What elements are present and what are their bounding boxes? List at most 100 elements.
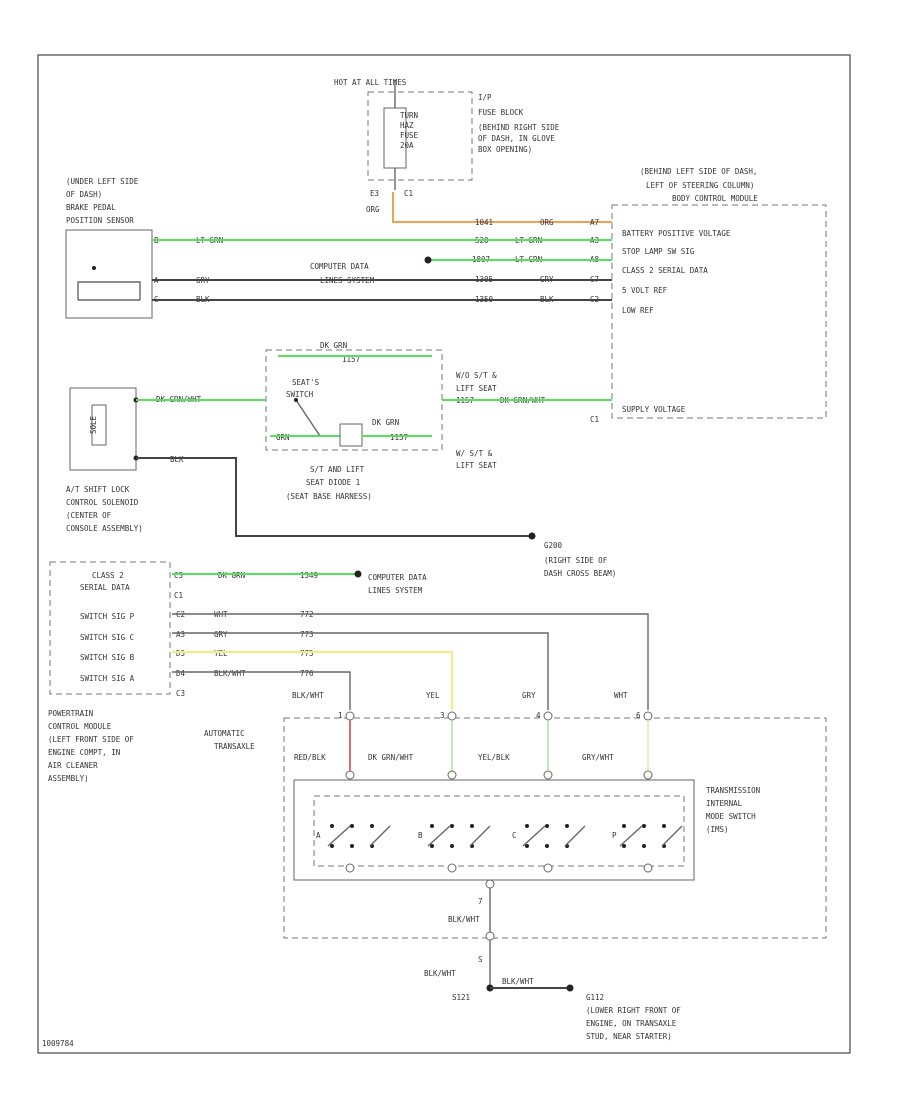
data-splice-dot [424,256,432,264]
bcm-loc-1: (BEHIND LEFT SIDE OF DASH, [640,167,757,176]
g112-dot [566,984,574,992]
ims-contact-dot [642,844,646,848]
bcm-pin-2: STOP LAMP SW SIG [622,247,695,256]
tx-top-wire-3: GRY [522,691,536,700]
seat-conn-2: LIFT SEAT [456,384,497,393]
tx-pin-num-3: 3 [440,711,445,720]
ims-contact-dot [642,824,646,828]
solenoid-label: SOLE [89,415,98,434]
ims-terminal [447,863,457,873]
seat-switch-1: SEAT'S [292,378,320,387]
fuse-block: HOT AT ALL TIMES TURN HAZ FUSE 20A I/P F… [334,78,560,214]
ims-contact-dot [430,824,434,828]
g112-loc-3: STUD, NEAR STARTER) [586,1032,672,1041]
ims-contact-dot [525,824,529,828]
g200-loc-2: DASH CROSS BEAM) [544,569,616,578]
bcm-wire-id-1: 1041 [475,218,493,227]
fuse-hot-label: HOT AT ALL TIMES [334,78,407,87]
ims-switch-box [293,779,695,881]
seat-conn-1: W/O S/T & [456,371,497,380]
pcm-row4-num: D3 [176,649,185,658]
solenoid-coil [91,404,107,446]
bcm-pin-4: 5 VOLT REF [622,286,668,295]
pcm-cap-1: POWERTRAIN [48,709,93,718]
fuse-loc-2: FUSE BLOCK [478,108,524,117]
fuse-pin: C1 [404,189,413,198]
pcm-row3-num: A3 [176,630,185,639]
seat-cap-3: (SEAT BASE HARNESS) [286,492,372,501]
ims-letter-b: B [418,831,423,840]
ims-contact-dot [565,824,569,828]
ims-label-1: TRANSMISSION [706,786,760,795]
tx-inner-wire-2: DK GRN/WHT [368,753,414,762]
tx-pin-num-6: 6 [636,711,641,720]
bcm-supply: SUPPLY VOLTAGE [622,405,686,414]
tx-pin-num-1: 1 [338,711,343,720]
fuse-loc-3: (BEHIND RIGHT SIDE [478,123,560,132]
bcm-outline [611,204,827,419]
ims-internal [313,795,685,867]
bcm-pin-5: LOW REF [622,306,654,315]
pcm-row1-label: CLASS 2 [92,571,124,580]
gry-wire-pcm [172,632,549,710]
pcm-row3-id: 773 [300,630,314,639]
ims-contact-dot [545,844,549,848]
pcm-row5-num: D4 [176,669,186,678]
solenoid-cap-2: CONTROL SOLENOID [66,498,139,507]
seat-harness: DK GRN 1157 SEAT'S SWITCH GRN DK GRN 115… [265,341,546,501]
bcm-pin-num-1: A7 [590,218,599,227]
fuse-line-2: HAZ [400,121,414,130]
tx-bottom-pin: 7 [478,897,483,906]
ims-label-4: (IMS) [706,825,729,834]
fuse-wire-color: ORG [366,205,380,214]
pcm-data-lines-2: LINES SYSTEM [368,586,423,595]
ims-terminal [345,863,355,873]
solenoid-cap-3: (CENTER OF [66,511,112,520]
ground-wire-g200 [136,457,532,537]
tx-bottom-wire: BLK/WHT [448,915,480,924]
tx-pin-1 [345,711,355,721]
tx-inner-wire-1: RED/BLK [294,753,326,762]
brake-loc-3: BRAKE PEDAL [66,203,116,212]
pcm-row4-label: SWITCH SIG B [80,653,135,662]
data-lines-1: COMPUTER DATA [310,262,369,271]
ims-letter-p: P [612,831,617,840]
bcm-loc-2: LEFT OF STEERING COLUMN) [646,181,754,190]
brake-sensor-box [65,229,153,319]
fuse-line-4: 20A [400,141,414,150]
pcm-cap-4: ENGINE COMPT, IN [48,748,120,757]
diagram-frame [37,54,851,1054]
body-control-module: (BEHIND LEFT SIDE OF DASH, LEFT OF STEER… [472,167,827,424]
orange-wire [392,192,612,223]
fuse-block-outline [367,91,473,181]
seat-switch-arm [295,399,321,437]
g112-wire-1: BLK/WHT [424,969,456,978]
pcm-row3-wire: GRY [214,630,228,639]
pcm-cap-2: CONTROL MODULE [48,722,112,731]
brake-loc-2: OF DASH) [66,190,102,199]
pcm-cap-6: ASSEMBLY) [48,774,89,783]
automatic-transaxle: BLK/WHT YEL GRY WHT AUTOMATIC TRANSAXLE … [204,691,827,964]
fuse-loc-5: BOX OPENING) [478,145,532,154]
ims-contact-dot [622,844,626,848]
pcm-row1-id: 1349 [300,571,318,580]
pcm-outline [49,561,171,695]
wht-wire [172,613,649,710]
seat-diode [339,423,363,447]
pcm-cap-3: (LEFT FRONT SIDE OF [48,735,134,744]
pcm-row1-label2: SERIAL DATA [80,583,130,592]
ims-contact-dot [525,844,529,848]
shift-lock-solenoid: SOLE DK GRN/WHT BLK A/T SHIFT LOCK CONTR… [66,387,202,533]
solenoid-wire-2: BLK [170,455,184,464]
ims-contact-dot [330,824,334,828]
g200-dot [528,532,536,540]
pcm-row5-label: SWITCH SIG A [80,674,135,683]
ims-label-2: INTERNAL [706,799,743,808]
ims-letter-a: A [316,831,321,840]
footer-code: 1009784 [42,1039,74,1048]
tx-pin-num-4: 4 [536,711,541,720]
brake-loc-4: POSITION SENSOR [66,216,134,225]
g112-wire-2: BLK/WHT [502,977,534,986]
tx-inner-wire-4: GRY/WHT [582,753,614,762]
tx-top-wire-4: WHT [614,691,628,700]
